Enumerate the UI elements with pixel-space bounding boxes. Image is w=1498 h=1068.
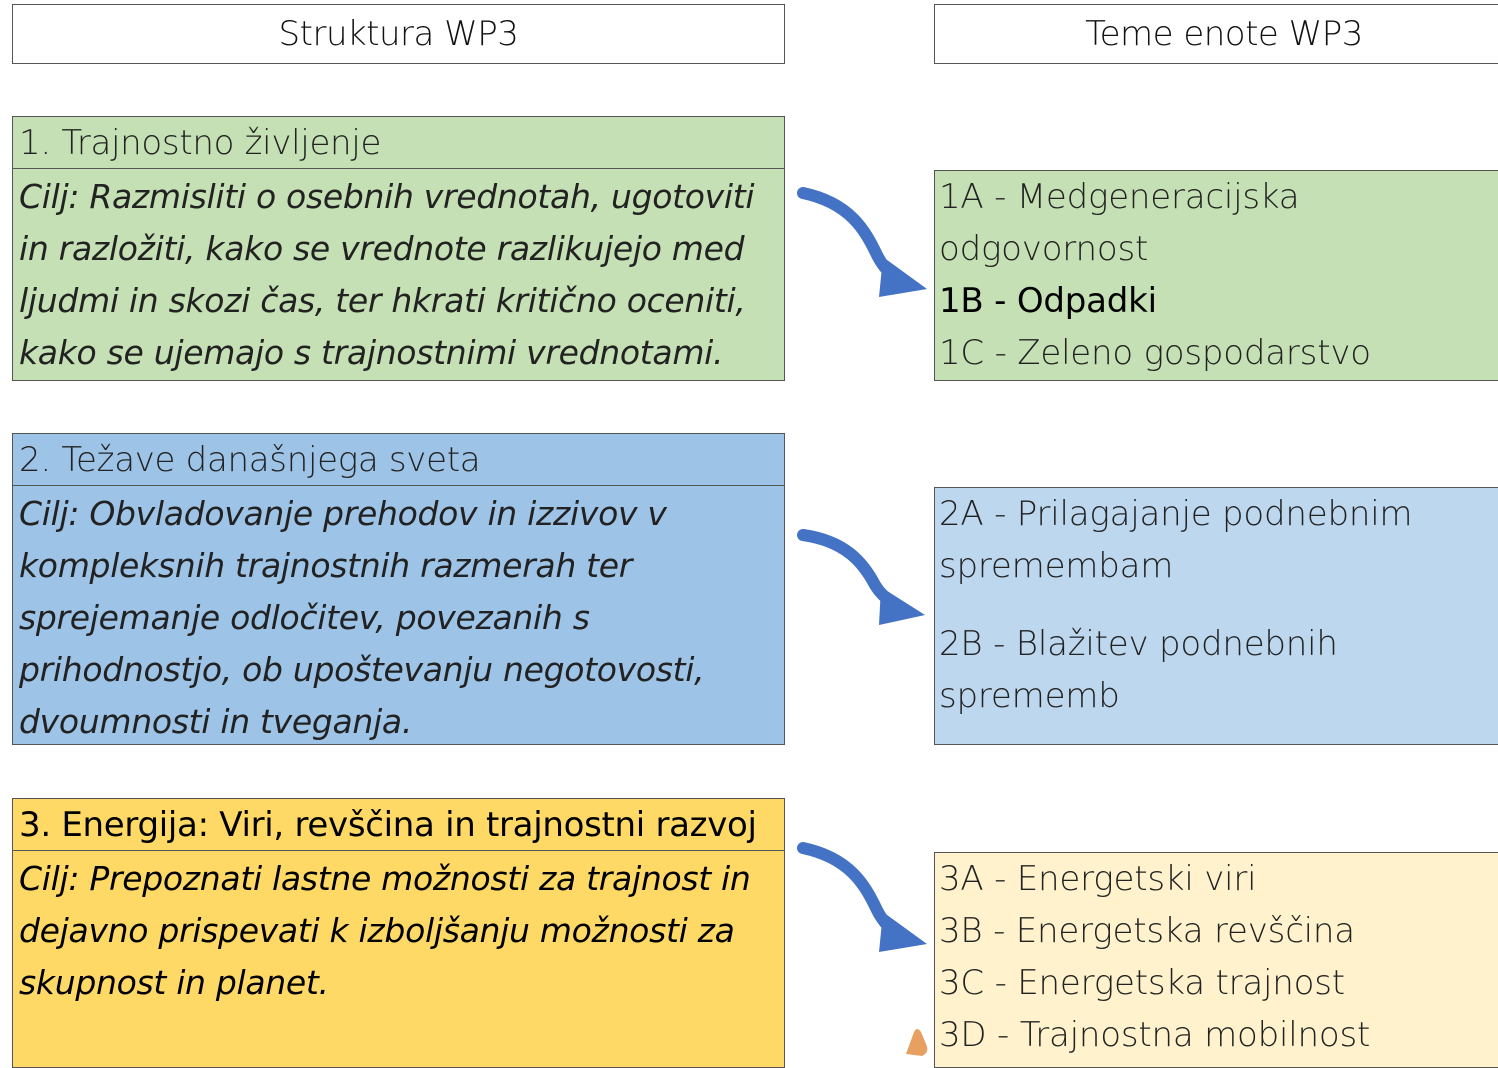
right-column-header-text: Teme enote WP3 [1085,14,1363,54]
section-3-topics: 3A - Energetski viri 3B - Energetska rev… [934,852,1498,1068]
pointer-hand-icon [906,1029,928,1056]
section-2-topics: 2A - Prilagajanje podnebnim spremembam 2… [934,487,1498,745]
section-3-box: 3. Energija: Viri, revščina in trajnostn… [12,798,785,1068]
section-1-goal: Cilj: Razmisliti o osebnih vrednotah, ug… [19,177,755,372]
topic-1a: 1A - Medgeneracijska odgovornost [939,177,1300,269]
section-2-title: 2. Težave današnjega sveta [13,434,784,486]
arrow-icon [797,529,925,625]
arrow-icon [797,187,927,297]
section-2-box: 2. Težave današnjega sveta Cilj: Obvlado… [12,433,785,745]
section-1-topics: 1A - Medgeneracijska odgovornost 1B - Od… [934,170,1498,381]
section-1-box: 1. Trajnostno življenje Cilj: Razmisliti… [12,116,785,381]
left-column-header-text: Struktura WP3 [278,14,519,54]
topic-3d: 3D - Trajnostna mobilnost [939,1015,1371,1055]
topic-2a: 2A - Prilagajanje podnebnim spremembam [939,494,1413,586]
topic-2b: 2B - Blažitev podnebnih sprememb [939,624,1338,716]
topic-3b: 3B - Energetska revščina [939,911,1355,951]
topic-1c: 1C - Zeleno gospodarstvo [939,333,1371,373]
arrow-icon [797,842,927,952]
section-1-title: 1. Trajnostno življenje [13,117,784,169]
right-column-header: Teme enote WP3 [934,4,1498,64]
section-2-goal: Cilj: Obvladovanje prehodov in izzivov v… [19,494,705,741]
section-3-goal: Cilj: Prepoznati lastne možnosti za traj… [19,859,751,1002]
left-column-header: Struktura WP3 [12,4,785,64]
topic-1b: 1B - Odpadki [939,281,1157,321]
topic-3c: 3C - Energetska trajnost [939,963,1345,1003]
section-3-title: 3. Energija: Viri, revščina in trajnostn… [13,799,784,851]
topic-3a: 3A - Energetski viri [939,859,1257,899]
